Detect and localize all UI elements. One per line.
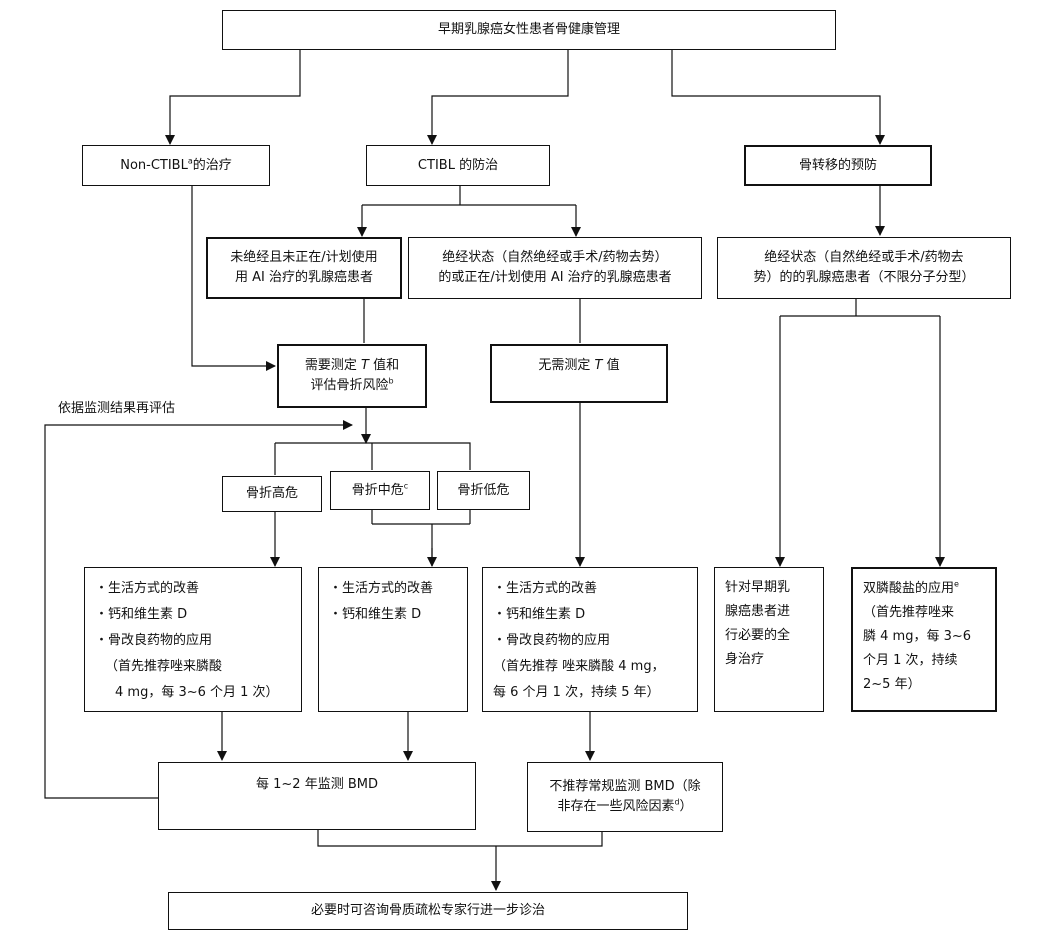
arrow-reassess-loop <box>44 420 353 799</box>
line-population-split <box>780 299 940 317</box>
systemic-line: 行必要的全 <box>725 628 791 643</box>
rx-post-line: ・骨改良药物的应用 <box>493 633 611 648</box>
rx-mid-line: ・钙和维生素 D <box>329 607 422 622</box>
rx-mid-box: ・生活方式的改善 ・钙和维生素 D <box>318 567 468 712</box>
risk-low-box: 骨折低危 <box>437 471 530 510</box>
risk-mid-sup: c <box>403 481 409 491</box>
need-t-b: 值和 <box>373 358 400 373</box>
line-monitor-to-consult <box>317 830 603 890</box>
branch-ctibl-text: CTIBL 的防治 <box>417 157 499 173</box>
rx-post-box: ・生活方式的改善 ・钙和维生素 D ・骨改良药物的应用 （首先推荐 唑来膦酸 4… <box>482 567 698 712</box>
rx-high-line: ・钙和维生素 D <box>95 607 188 622</box>
no-monitor-line2: 非存在一些风险因素 <box>557 799 675 814</box>
branch-ctibl-box: CTIBL 的防治 <box>366 145 550 186</box>
arrow-root-to-noncitbl <box>165 50 301 145</box>
need-t-box: 需要测定 T 值和 评估骨折风险b <box>277 344 427 408</box>
rx-post-line: ・钙和维生素 D <box>493 607 586 622</box>
bonemet-pop-line1: 绝经状态（自然绝经或手术/药物去 <box>764 250 964 265</box>
arrow-noncitbl-to-need-t <box>191 186 276 371</box>
rx-high-box: ・生活方式的改善 ・钙和维生素 D ・骨改良药物的应用 （首先推荐唑来膦酸 4 … <box>84 567 302 712</box>
arrow-root-to-ctibl <box>427 50 569 145</box>
line-ctibl-split <box>362 186 576 206</box>
rx-high-line: ・骨改良药物的应用 <box>95 633 213 648</box>
arrow-root-to-bonemet <box>671 50 885 145</box>
premeno-box: 未绝经且未正在/计划使用 用 AI 治疗的乳腺癌患者 <box>206 237 402 299</box>
premeno-line1: 未绝经且未正在/计划使用 <box>230 250 378 265</box>
rx-high-line: 4 mg，每 3~6 个月 1 次） <box>115 685 279 700</box>
systemic-line: 身治疗 <box>725 652 765 667</box>
root-text: 早期乳腺癌女性患者骨健康管理 <box>437 22 620 37</box>
no-t-a: 无需测定 <box>538 358 591 373</box>
rx-post-line: （首先推荐 唑来膦酸 4 mg， <box>493 659 665 674</box>
no-t-b: 值 <box>606 358 620 373</box>
rx-post-line: 每 6 个月 1 次，持续 5 年） <box>493 685 660 700</box>
rx-high-line: ・生活方式的改善 <box>95 581 200 596</box>
branch-noncitbl-sup: a <box>187 156 193 166</box>
bonemet-population-box: 绝经状态（自然绝经或手术/药物去 势）的的乳腺癌患者（不限分子分型） <box>717 237 1011 299</box>
postmeno-line1: 绝经状态（自然绝经或手术/药物去势） <box>442 250 668 265</box>
monitor-text: 每 1~2 年监测 BMD <box>256 777 378 792</box>
consult-text: 必要时可咨询骨质疏松专家行进一步诊治 <box>310 903 545 918</box>
bisphos-line: 个月 1 次，持续 <box>863 653 958 668</box>
line-risk-top-bracket <box>274 442 471 475</box>
bisphos-box: 双膦酸盐的应用e （首先推荐唑来 膦 4 mg，每 3~6 个月 1 次，持续 … <box>851 567 997 712</box>
risk-high-text: 骨折高危 <box>245 486 298 501</box>
postmeno-box: 绝经状态（自然绝经或手术/药物去势） 的或正在/计划使用 AI 治疗的乳腺癌患者 <box>408 237 702 299</box>
need-t-sup: b <box>388 376 394 386</box>
no-t-italic: T <box>594 358 603 373</box>
bisphos-line: （首先推荐唑来 <box>863 605 955 620</box>
bisphos-title: 双膦酸盐的应用 <box>863 581 955 596</box>
reassess-label: 依据监测结果再评估 <box>58 401 176 416</box>
branch-bonemet-text: 骨转移的预防 <box>798 157 877 173</box>
rx-high-line: （首先推荐唑来膦酸 <box>105 659 223 674</box>
no-monitor-box: 不推荐常规监测 BMD（除 非存在一些风险因素d） <box>527 762 723 832</box>
monitor-box: 每 1~2 年监测 BMD <box>158 762 476 830</box>
branch-noncitbl-suffix: 的治疗 <box>192 157 232 173</box>
rx-post-line: ・生活方式的改善 <box>493 581 598 596</box>
rx-mid-line: ・生活方式的改善 <box>329 581 434 596</box>
risk-low-text: 骨折低危 <box>457 482 510 498</box>
no-monitor-sup: d <box>674 797 680 807</box>
no-monitor-line1: 不推荐常规监测 BMD（除 <box>549 779 701 794</box>
branch-bonemet-box: 骨转移的预防 <box>744 145 932 186</box>
branch-noncitbl-box: Non-CTIBLa的治疗 <box>82 145 270 186</box>
no-monitor-close: ） <box>679 799 693 814</box>
need-t-a: 需要测定 <box>304 358 357 373</box>
branch-noncitbl-text: Non-CTIBL <box>120 157 188 173</box>
need-t-italic: T <box>361 358 369 373</box>
no-t-box: 无需测定 T 值 <box>490 344 668 403</box>
bisphos-sup: e <box>954 579 959 589</box>
line-risk-bottom-bracket <box>371 510 471 566</box>
consult-box: 必要时可咨询骨质疏松专家行进一步诊治 <box>168 892 688 930</box>
risk-high-box: 骨折高危 <box>222 476 322 512</box>
root-box: 早期乳腺癌女性患者骨健康管理 <box>222 10 836 50</box>
need-t-line2: 评估骨折风险 <box>310 378 389 393</box>
bonemet-pop-line2: 势）的的乳腺癌患者（不限分子分型） <box>753 270 975 285</box>
bisphos-line: 2~5 年） <box>863 677 921 692</box>
systemic-line: 腺癌患者进 <box>725 604 791 619</box>
systemic-box: 针对早期乳 腺癌患者进 行必要的全 身治疗 <box>714 567 824 712</box>
risk-mid-text: 骨折中危 <box>351 482 404 498</box>
risk-mid-box: 骨折中危c <box>330 471 430 510</box>
bisphos-line: 膦 4 mg，每 3~6 <box>863 629 972 644</box>
systemic-line: 针对早期乳 <box>725 580 791 595</box>
premeno-line2: 用 AI 治疗的乳腺癌患者 <box>235 270 373 285</box>
postmeno-line2: 的或正在/计划使用 AI 治疗的乳腺癌患者 <box>438 270 672 285</box>
